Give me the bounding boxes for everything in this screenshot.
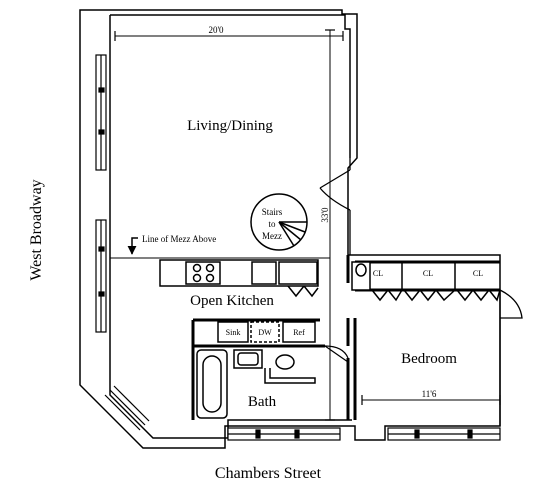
open-kitchen-label: Open Kitchen <box>190 293 274 309</box>
closet-label-3: CL <box>473 269 483 278</box>
fridge-label: Ref <box>293 328 305 337</box>
bedroom-label: Bedroom <box>401 351 457 367</box>
bay-window <box>104 385 150 431</box>
dishwasher-label: DW <box>258 328 272 337</box>
stairs-label-line3: Mezz <box>262 231 282 241</box>
living-length-dimension: 33'0 <box>320 207 330 223</box>
interior-walls <box>191 255 500 420</box>
south-windows <box>227 427 501 441</box>
kitchen-appliances <box>217 321 316 343</box>
bath-label: Bath <box>248 394 277 410</box>
mezz-line <box>110 237 330 259</box>
chambers-street-label: Chambers Street <box>215 465 322 482</box>
closet-label-2: CL <box>423 269 433 278</box>
bath-door <box>324 345 349 363</box>
bath-fixtures <box>196 349 316 419</box>
west-windows <box>95 54 107 333</box>
living-dining-label: Living/Dining <box>187 118 273 134</box>
bedroom-closets <box>351 261 501 302</box>
west-broadway-label: West Broadway <box>28 179 45 280</box>
sink-label: Sink <box>226 328 241 337</box>
spiral-stairs <box>250 193 308 251</box>
exterior-walls <box>79 9 501 449</box>
closet-label-1: CL <box>373 269 383 278</box>
kitchen-counter <box>159 259 319 298</box>
stairs-label-line1: Stairs <box>262 207 283 217</box>
mezz-line-label: Line of Mezz Above <box>142 234 216 244</box>
east-door <box>319 158 351 255</box>
bedroom-width-dimension: 11'6 <box>422 389 437 399</box>
bedroom-door <box>499 289 523 426</box>
stairs-label-line2: to <box>268 219 276 229</box>
dimension-lines <box>114 29 501 421</box>
living-width-dimension: 20'0 <box>208 25 224 35</box>
